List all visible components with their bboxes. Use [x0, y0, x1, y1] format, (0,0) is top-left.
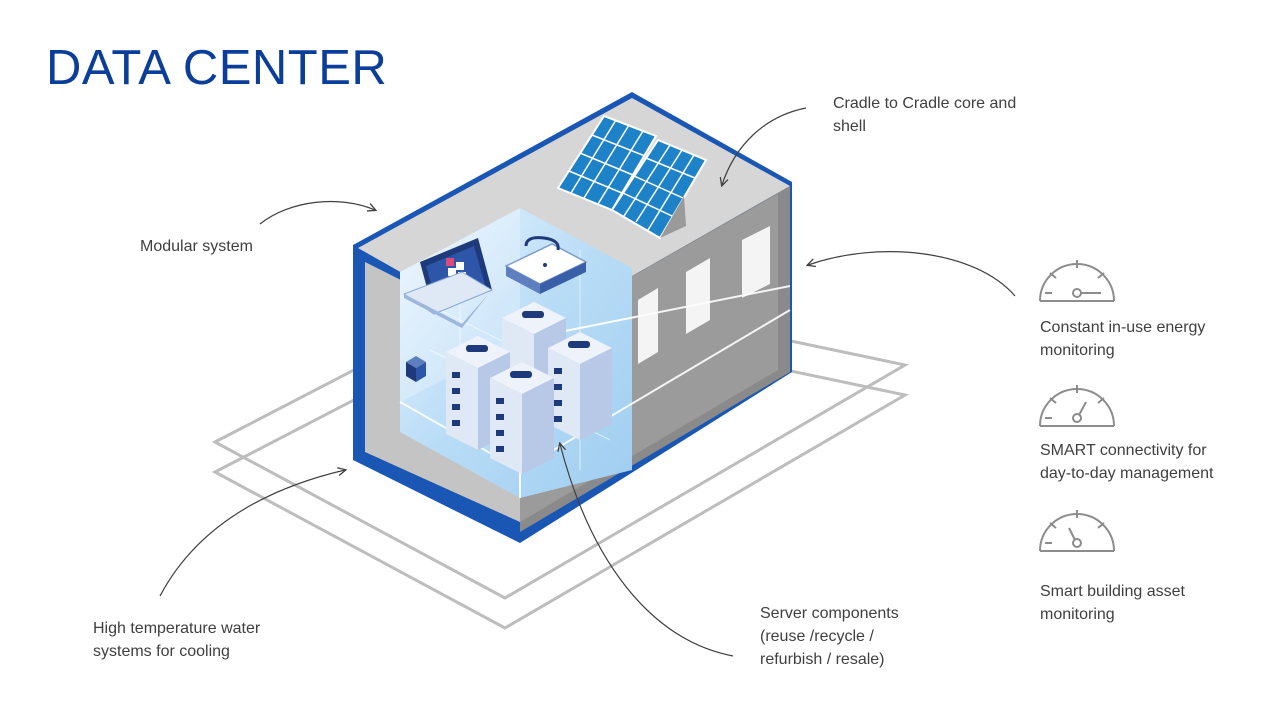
arrow-server: [560, 444, 734, 657]
label-energy: Constant in-use energy monitoring: [1040, 319, 1206, 359]
label-cradle: Cradle to Cradle core and shell: [833, 95, 1017, 135]
label-asset: Smart building asset monitoring: [1040, 583, 1185, 623]
arrow-energy: [808, 251, 1016, 297]
router-icon: [504, 236, 588, 294]
arrow-water: [159, 470, 345, 597]
arrow-cradle: [722, 107, 807, 185]
facade-windows: [638, 226, 770, 364]
server-rack-icon: [490, 362, 554, 474]
page-title: DATA CENTER: [46, 41, 388, 95]
arrow-modular: [259, 200, 375, 225]
label-smart: SMART connectivity for day-to-day manage…: [1040, 442, 1214, 482]
gauge-high-icon: [1039, 510, 1115, 552]
annotation-arrows: [159, 107, 1016, 657]
label-water: High temperature water systems for cooli…: [93, 620, 261, 660]
laptop-icon: [402, 238, 494, 328]
gauge-mid-icon: [1039, 385, 1115, 427]
building-container: [353, 92, 792, 543]
label-server: Server components (reuse /recycle / refu…: [760, 605, 899, 668]
sensor-cube-icon: [406, 356, 426, 382]
label-modular: Modular system: [140, 238, 253, 255]
gauge-low-icon: [1039, 260, 1115, 302]
solar-panel-icon: [556, 114, 708, 240]
server-racks: [446, 302, 612, 474]
server-rack-icon: [548, 332, 612, 440]
